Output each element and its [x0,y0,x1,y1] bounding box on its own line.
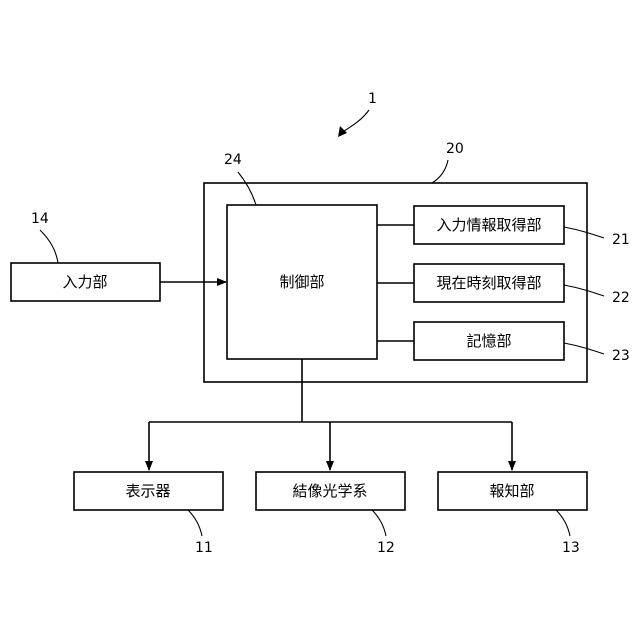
unit-ref-leader [432,160,448,183]
input-info-ref-label: 21 [612,232,630,248]
time-acq-label: 現在時刻取得部 [436,274,541,292]
notify-ref-leader [556,510,570,536]
notify-label: 報知部 [489,482,534,500]
memory-label: 記憶部 [466,332,511,350]
input-info-label: 入力情報取得部 [436,216,541,234]
notify-ref-label: 13 [562,540,580,556]
unit-ref-label: 20 [446,141,464,157]
optics-ref-leader [372,510,386,536]
control-label: 制御部 [279,273,324,291]
system-ref-leader [341,110,369,133]
system-ref-arrowhead [338,126,347,137]
display-ref-label: 11 [195,540,213,556]
display-label: 表示器 [125,482,170,500]
display-ref-leader [188,510,202,536]
input-label: 入力部 [62,273,107,291]
input-ref-leader [40,230,58,263]
optics-label: 結像光学系 [292,482,367,500]
system-ref-label: 1 [368,91,377,107]
optics-ref-label: 12 [377,540,395,556]
memory-ref-label: 23 [612,348,630,364]
control-ref-label: 24 [224,152,242,168]
input-ref-label: 14 [31,211,49,227]
time-acq-ref-label: 22 [612,290,630,306]
